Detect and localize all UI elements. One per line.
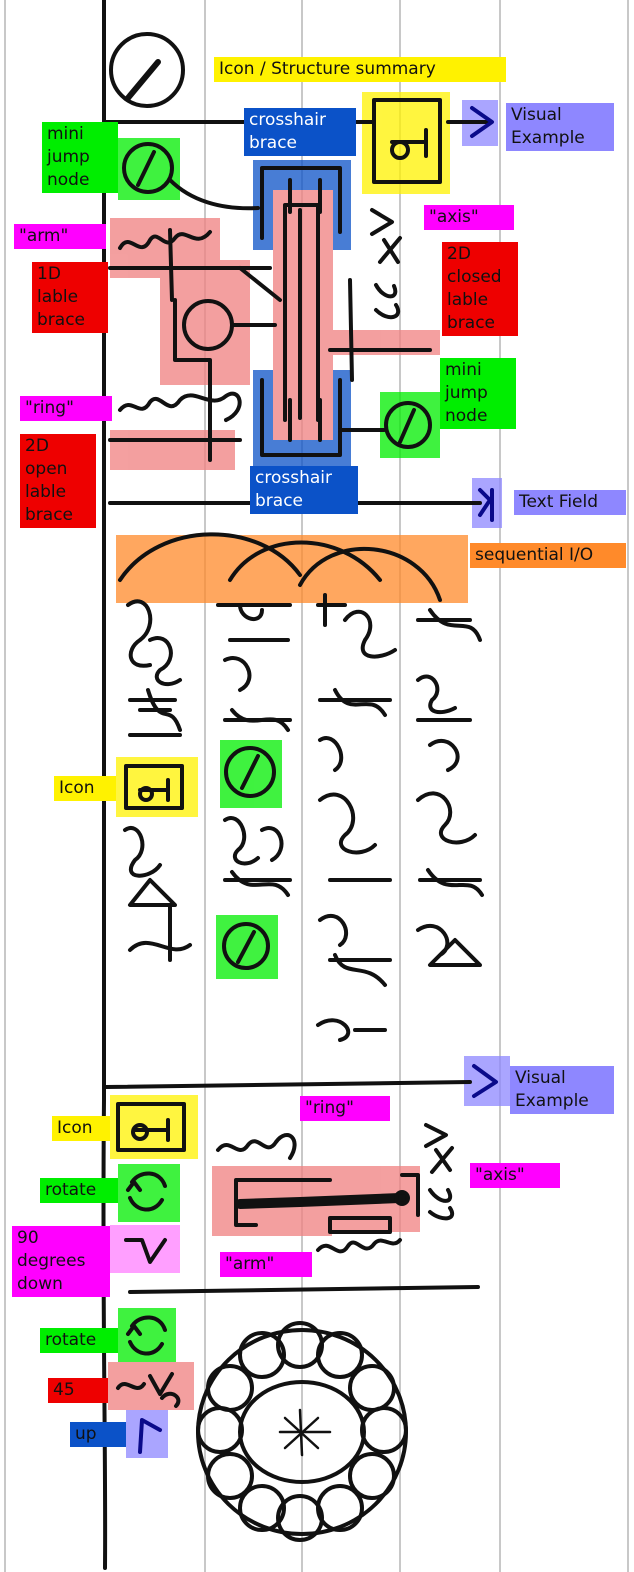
- sequential-io-hl: [116, 535, 468, 603]
- crosshair-top: [260, 166, 342, 240]
- axis-glyph-lower: [424, 1123, 454, 1221]
- degrees-down-glyph: [124, 1238, 167, 1264]
- up-glyph: [138, 1418, 162, 1454]
- mini-jump-node-right: [384, 401, 432, 449]
- main-spine: [101, 0, 108, 1570]
- lable-brace-1d-label: 1D lable brace: [32, 262, 108, 333]
- mini-jump-node-top: [122, 142, 174, 194]
- rotate-label-1: rotate: [40, 1178, 118, 1203]
- mini-jump-node-top-hl: [118, 138, 180, 200]
- icon-box-top: [372, 98, 442, 184]
- glyph-column-2: [216, 603, 292, 897]
- up-hl: [126, 1410, 168, 1458]
- up-label: up: [70, 1422, 126, 1447]
- lower-brace: [234, 1173, 420, 1227]
- summary-title: Icon / Structure summary: [214, 57, 506, 82]
- text-field-label: Text Field: [514, 490, 626, 515]
- text-field-marker: [478, 488, 494, 522]
- arrow-2: [472, 1064, 498, 1098]
- arrow-1: [470, 106, 494, 138]
- ring-squiggle-lower: [216, 1133, 297, 1160]
- axis-glyph: [370, 208, 402, 320]
- green-node-1: [224, 746, 276, 798]
- separator-rule: [128, 1285, 480, 1294]
- ring-diagram: [196, 1321, 408, 1542]
- arm-squiggle: [118, 230, 212, 250]
- glyph-column-3: [316, 593, 397, 1042]
- lower-rule: [104, 1080, 472, 1089]
- green-node-2: [222, 922, 270, 970]
- ring-label-top: "ring": [20, 396, 112, 421]
- mini-jump-node-label-top: mini jump node: [42, 122, 118, 193]
- glyph-column-1: [123, 599, 192, 962]
- closed-brace-highlight: [273, 190, 333, 440]
- visual-example-label-2: Visual Example: [510, 1066, 614, 1114]
- arm-squiggle-lower: [316, 1238, 402, 1254]
- mini-jump-node-label-right: mini jump node: [440, 358, 516, 429]
- rotate-1-glyph: [126, 1171, 167, 1212]
- icon-box-lower: [116, 1102, 186, 1152]
- closed-brace: [283, 203, 320, 422]
- sequential-io-label: sequential I/O: [470, 543, 626, 568]
- icon-label-middle: Icon: [54, 776, 116, 801]
- rotate-label-2: rotate: [40, 1328, 118, 1353]
- crosshair-brace-label-bottom: crosshair brace: [250, 466, 358, 514]
- ink: [101, 0, 498, 1570]
- axis-label-top: "axis": [424, 205, 514, 230]
- angle-45-glyph: [116, 1372, 181, 1408]
- angle-45-label: 45: [48, 1378, 108, 1403]
- sequential-arcs: [118, 532, 442, 602]
- crosshair-bottom: [260, 378, 342, 457]
- arm-label-lower: "arm": [220, 1252, 312, 1277]
- icon-label-lower: Icon: [52, 1116, 110, 1141]
- arm-label-top: "arm": [14, 224, 106, 249]
- icon-box-middle: [124, 764, 184, 810]
- open-brace-highlight: [110, 430, 235, 470]
- ring-label-lower: "ring": [300, 1096, 390, 1121]
- degrees-down-label: 90 degrees down: [12, 1226, 110, 1297]
- top-circle: [109, 32, 185, 108]
- closed-lable-brace-2d-label: 2D closed lable brace: [442, 242, 518, 336]
- lower-bar: [235, 1193, 405, 1209]
- axis-label-lower: "axis": [470, 1163, 560, 1188]
- ring-squiggle: [118, 391, 242, 422]
- glyph-column-4: [416, 608, 484, 967]
- open-lable-brace-2d-label: 2D open lable brace: [20, 434, 96, 528]
- crosshair-brace-label-top: crosshair brace: [244, 108, 356, 156]
- rotate-2-glyph: [126, 1315, 167, 1356]
- visual-example-label-1: Visual Example: [506, 103, 614, 151]
